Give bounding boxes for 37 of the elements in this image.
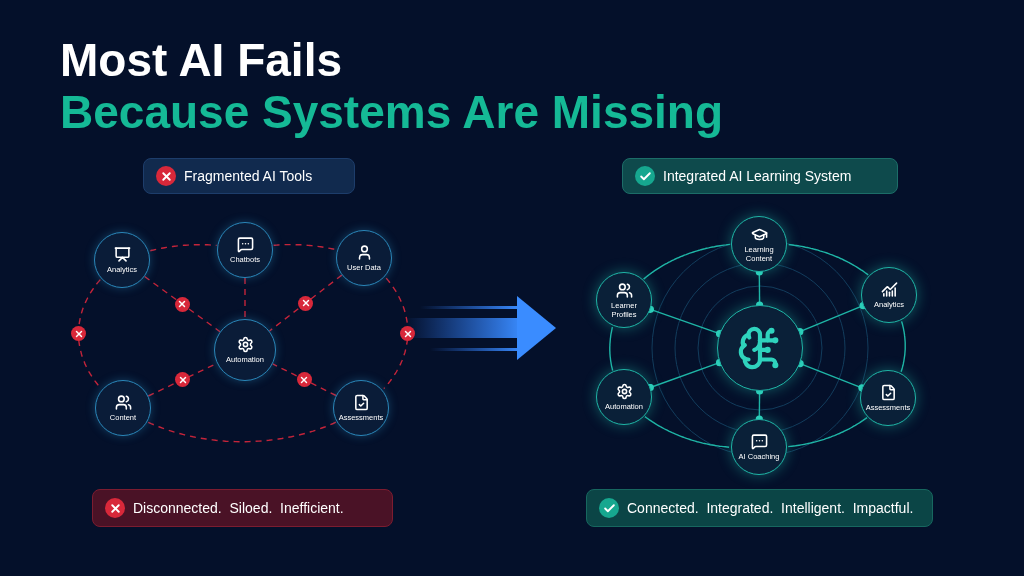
summary-banner: [586, 489, 933, 527]
subtitle: Because Systems Are Missing: [60, 86, 724, 138]
connector-line: [642, 243, 731, 280]
ai-brain-hub: [717, 305, 803, 391]
connector-line: [644, 416, 730, 448]
section-header: [622, 158, 898, 194]
dashed-connector: [268, 274, 343, 332]
dashed-connector: [272, 363, 337, 397]
assessments-node: [333, 380, 389, 436]
analytics-node: [94, 232, 150, 288]
header-text: Fragmented AI Tools: [184, 166, 313, 186]
section-header: [143, 158, 355, 194]
learner-profiles-node: [596, 272, 652, 328]
banner-text: Connected. Integrated. Intelligent. Impactful.: [627, 498, 914, 518]
learning-content-node: [731, 216, 787, 272]
user-data-node: [336, 230, 392, 286]
header-text: Integrated AI Learning System: [663, 166, 852, 186]
automation-node: [596, 369, 652, 425]
dashed-connector: [272, 243, 337, 251]
analytics-node: [861, 267, 917, 323]
dashed-connector: [147, 421, 337, 443]
dashed-connector: [383, 277, 409, 390]
dashed-connector: [143, 275, 221, 333]
content-node: [95, 380, 151, 436]
automation-node: [214, 319, 276, 381]
connector-line: [787, 416, 868, 448]
dashed-connector: [244, 277, 246, 320]
connector-line: [796, 302, 867, 336]
summary-banner: [92, 489, 393, 527]
chatbots-node: [217, 222, 273, 278]
banner-text: Disconnected. Siloed. Inefficient.: [133, 498, 344, 518]
dashed-connector: [149, 244, 218, 252]
title: Most AI Fails: [60, 34, 342, 86]
connector-line: [796, 360, 866, 392]
connector-line: [788, 243, 869, 276]
ai-coaching-node: [731, 419, 787, 475]
assessments-node: [860, 370, 916, 426]
